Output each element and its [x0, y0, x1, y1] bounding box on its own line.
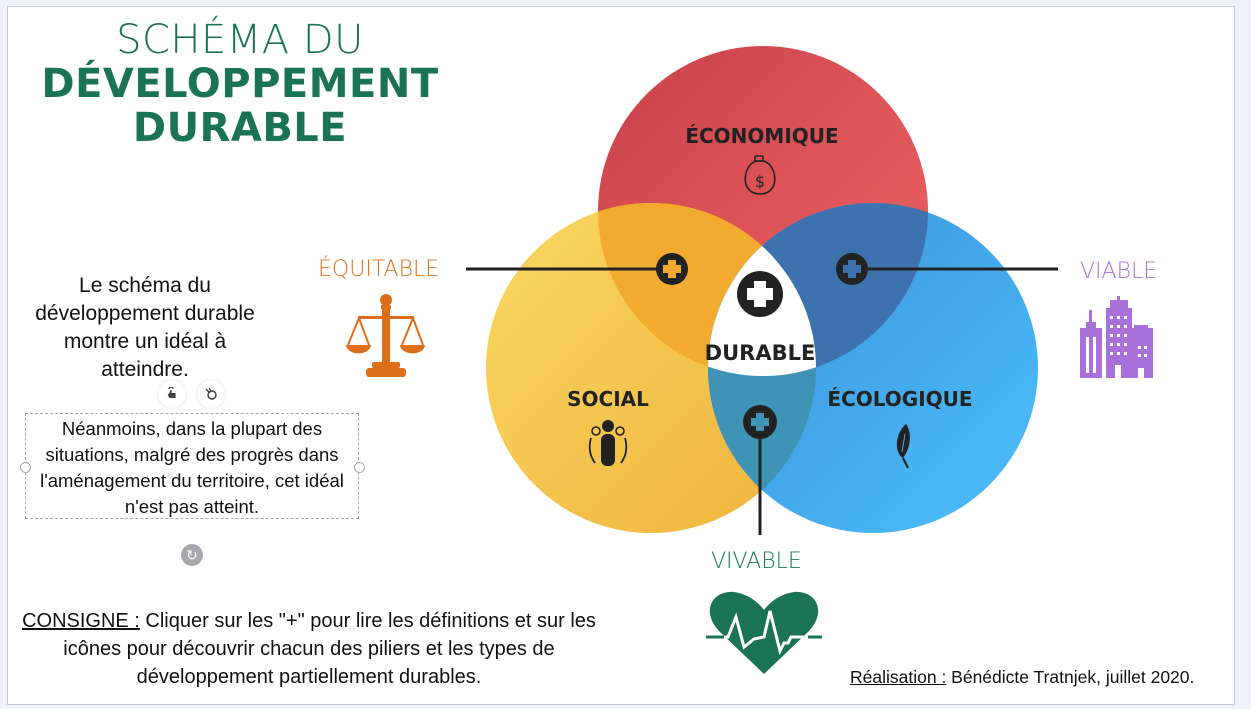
credit-label: Réalisation : [850, 667, 947, 687]
svg-text:$: $ [755, 172, 765, 191]
vivable-plus-button[interactable] [743, 405, 777, 439]
selected-text: Néanmoins, dans la plupart des situation… [40, 418, 344, 517]
people-group-icon[interactable] [588, 420, 628, 466]
instruction-body: Cliquer sur les "+" pour lire les défini… [63, 610, 596, 688]
equitable-plus-button[interactable] [656, 253, 688, 285]
instruction-text: CONSIGNE : Cliquer sur les "+" pour lire… [14, 607, 604, 691]
heartbeat-icon[interactable] [706, 591, 824, 674]
rotate-icon[interactable]: ↻ [181, 544, 203, 566]
city-buildings-icon[interactable] [1080, 296, 1153, 378]
title-line-1: SCHÉMA DU [116, 17, 364, 63]
intro-text: Le schéma du développement durable montr… [35, 274, 255, 381]
title-line-3: DURABLE [132, 105, 348, 151]
leaf-icon[interactable] [896, 424, 910, 469]
social-label[interactable]: SOCIAL [567, 387, 649, 411]
ecologique-label[interactable]: ÉCOLOGIQUE [827, 387, 973, 411]
resize-handle-left[interactable] [20, 462, 31, 473]
scales-icon[interactable] [346, 294, 425, 377]
viable-plus-button[interactable] [836, 253, 868, 285]
selected-text-box[interactable]: Néanmoins, dans la plupart des situation… [25, 413, 359, 519]
credit-body: Bénédicte Tratnjek, juillet 2020. [946, 667, 1195, 687]
title-line-2: DÉVELOPPEMENT [41, 61, 439, 107]
page-title: SCHÉMA DU DÉVELOPPEMENT DURABLE [20, 18, 460, 150]
vivable-label: VIVABLE [711, 549, 802, 574]
durable-zone [708, 203, 816, 376]
money-bag-icon[interactable]: $ [744, 155, 776, 195]
hand-pointer-icon[interactable] [158, 380, 186, 408]
no-touch-icon[interactable] [197, 380, 225, 408]
equitable-label: ÉQUITABLE [318, 257, 440, 282]
instruction-label: CONSIGNE : [22, 610, 140, 632]
durable-plus-button[interactable] [737, 271, 783, 317]
durable-label: DURABLE [704, 341, 816, 365]
viable-label: VIABLE [1080, 259, 1158, 284]
credit-text: Réalisation : Bénédicte Tratnjek, juille… [850, 667, 1194, 688]
economique-label[interactable]: ÉCONOMIQUE [685, 124, 839, 148]
resize-handle-right[interactable] [354, 462, 365, 473]
